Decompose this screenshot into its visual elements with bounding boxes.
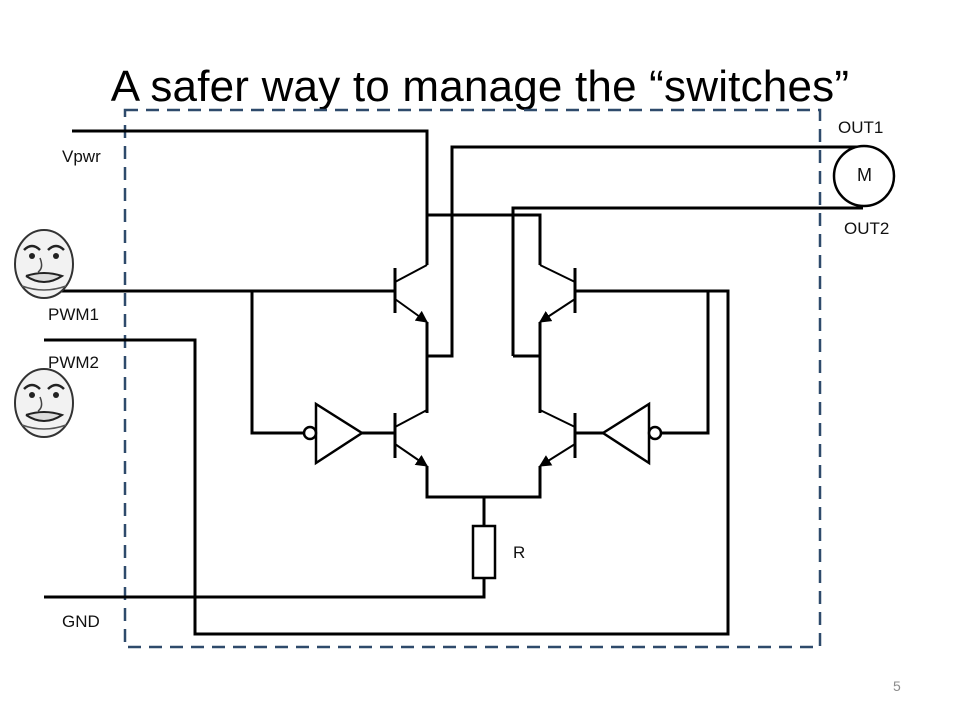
gnd-label: GND (62, 612, 100, 631)
slide-title: A safer way to manage the “switches” (110, 62, 850, 111)
vpwr-label: Vpwr (62, 147, 101, 166)
pwm2-wire (44, 289, 730, 636)
out2-label: OUT2 (844, 219, 890, 238)
out2-wire (511, 206, 863, 356)
pwm2-label: PWM2 (48, 353, 99, 372)
out1-wire (437, 145, 863, 358)
crossover-wire (427, 213, 542, 265)
transistor-q1 (393, 264, 428, 323)
inverter-left (302, 401, 365, 466)
resistor-symbol (471, 524, 497, 580)
pwm1-label: PWM1 (48, 305, 99, 324)
out1-label: OUT1 (838, 118, 884, 137)
module-boundary (123, 108, 822, 649)
motor-label: M (857, 165, 872, 185)
emitter-join-wire (425, 466, 542, 499)
page-number: 5 (893, 678, 901, 694)
transistor-q2 (538, 264, 577, 323)
pwm2-branch-wire (660, 291, 710, 435)
resistor-label: R (513, 543, 526, 562)
meme-face-icon (14, 229, 74, 299)
inverter-right (600, 401, 663, 466)
meme-face-icon (14, 368, 74, 438)
transistor-q4 (538, 409, 577, 467)
vpwr-wire (72, 129, 429, 265)
transistor-q3 (393, 409, 428, 467)
gnd-wire (44, 578, 486, 599)
motor-symbol (832, 144, 896, 208)
pwm1-branch-wire (250, 291, 305, 435)
